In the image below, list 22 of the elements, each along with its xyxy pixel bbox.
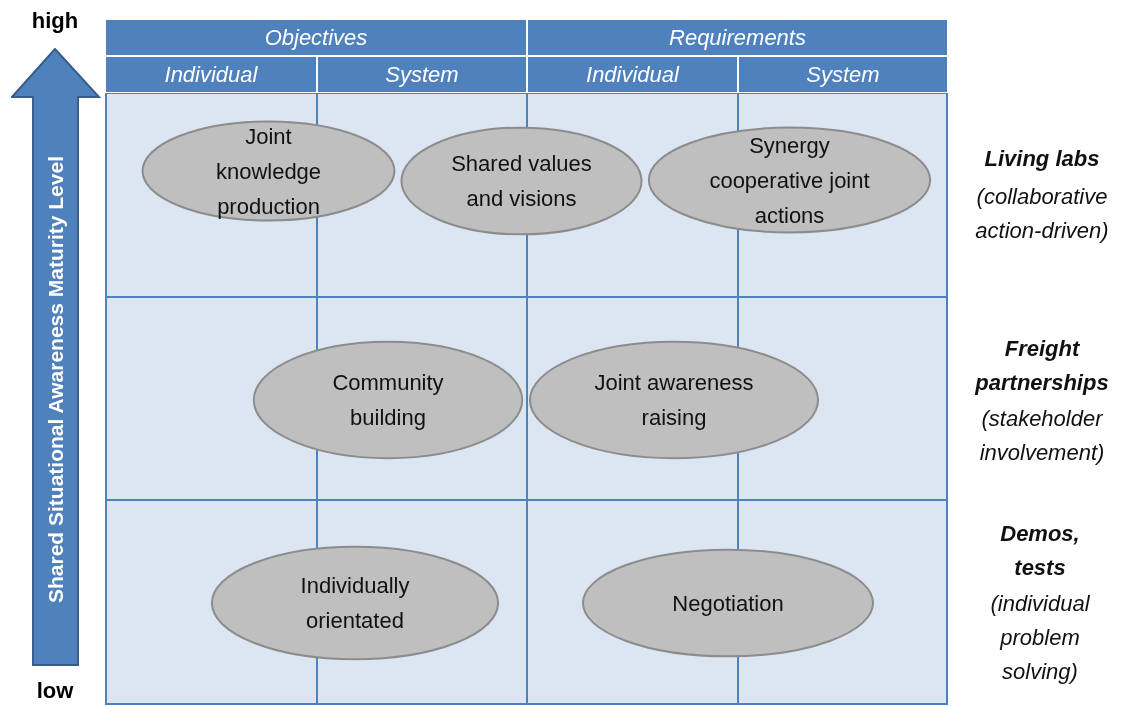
oval-node: Shared values and visions <box>399 126 644 236</box>
oval-node: Individually orientated <box>209 545 501 661</box>
column-header: System <box>317 56 527 93</box>
column-header: Individual <box>105 56 317 93</box>
column-header: Requirements <box>527 19 948 56</box>
column-header: Objectives <box>105 19 527 56</box>
oval-node: Synergy cooperative joint actions <box>646 126 933 234</box>
row-description: (individual problem solving) <box>989 590 1091 686</box>
row-heading: Demos, tests <box>999 520 1081 582</box>
row-description: (collaborative action-driven) <box>974 183 1110 245</box>
oval-node: Joint knowledge production <box>140 120 397 222</box>
axis-title: Shared Situational Awareness Maturity Level <box>43 155 68 606</box>
row-heading: Freight partnerships <box>974 335 1110 397</box>
side-label: low <box>35 678 75 704</box>
oval-node: Joint awareness raising <box>527 340 821 460</box>
row-heading: Living labs <box>983 145 1101 173</box>
column-header: Individual <box>527 56 738 93</box>
column-header: System <box>738 56 948 93</box>
side-label: high <box>30 8 80 34</box>
row-description: (stakeholder involvement) <box>978 405 1106 467</box>
oval-node: Community building <box>251 340 525 460</box>
oval-node: Negotiation <box>580 548 876 658</box>
